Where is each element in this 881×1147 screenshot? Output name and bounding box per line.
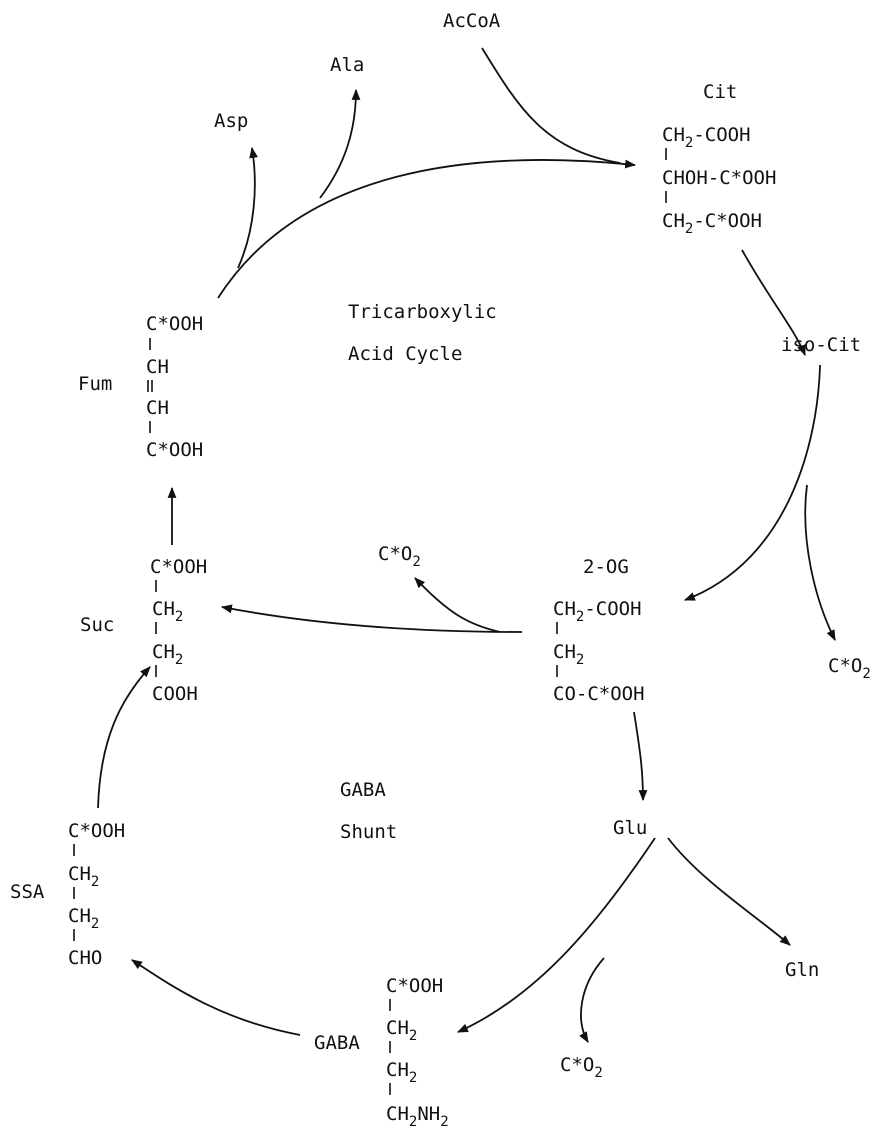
accoa-label: AcCoA (443, 10, 501, 32)
shunt-title-line1: GABA (340, 779, 386, 801)
gaba-struct-line2: CH2 (386, 1017, 417, 1044)
iso-cit-label: iso-Cit (781, 334, 861, 356)
shunt-title-line2: Shunt (340, 821, 397, 843)
oxoglutarate-structure: CH2-COOH CH2 CO-C*OOH (553, 598, 645, 705)
suc-label: Suc (80, 614, 114, 636)
arrow-2og-to-glu (633, 711, 648, 802)
citrate-structure: CH2-COOH CHOH-C*OOH CH2-C*OOH (662, 124, 776, 237)
cit-struct-line2: CHOH-C*OOH (662, 167, 776, 189)
gaba-label: GABA (314, 1032, 360, 1054)
two-og-label: 2-OG (583, 556, 629, 578)
ssa-label: SSA (10, 881, 45, 903)
arrow-accoa-to-cit (481, 47, 621, 164)
ssa-structure: C*OOH CH2 CH2 CHO (68, 820, 125, 969)
ssa-struct-line1: C*OOH (68, 820, 125, 842)
fum-struct-line2: CH (146, 356, 169, 378)
fum-struct-line1: C*OOH (146, 313, 203, 335)
cycle-title-line1: Tricarboxylic (348, 301, 497, 323)
cit-struct-line1: CH2-COOH (662, 124, 751, 151)
cycle-title-line2: Acid Cycle (348, 343, 462, 365)
gaba-struct-line4: CH2NH2 (386, 1103, 449, 1130)
fum-label: Fum (78, 373, 112, 395)
gaba-struct-line1: C*OOH (386, 975, 443, 997)
asp-label: Asp (214, 110, 248, 132)
arrow-ssa-to-suc (97, 666, 151, 809)
glu-label: Glu (613, 817, 647, 839)
arrow-to-co2-mid (414, 577, 501, 633)
arrow-glu-to-gln (667, 837, 791, 946)
suc-struct-line2: CH2 (152, 598, 183, 625)
gln-label: Gln (785, 959, 819, 981)
ssa-struct-line2: CH2 (68, 863, 99, 890)
ssa-struct-line4: CHO (68, 947, 102, 969)
fum-struct-line3: CH (146, 397, 169, 419)
co2-label-mid: C*O2 (378, 543, 421, 570)
cit-struct-line3: CH2-C*OOH (662, 210, 762, 237)
cit-label: Cit (703, 81, 737, 103)
ssa-struct-line3: CH2 (68, 905, 99, 932)
og-struct-line2: CH2 (553, 641, 584, 668)
arrow-to-ala (319, 88, 361, 199)
suc-struct-line4: COOH (152, 683, 198, 705)
co2-label-right: C*O2 (828, 655, 871, 682)
og-struct-line3: CO-C*OOH (553, 683, 645, 705)
arrow-to-asp (237, 146, 258, 269)
arrow-isocit-to-2og (683, 364, 821, 601)
fum-struct-line4: C*OOH (146, 439, 203, 461)
suc-struct-line3: CH2 (152, 641, 183, 668)
og-struct-line1: CH2-COOH (553, 598, 642, 625)
arrow-fum-to-cit (217, 159, 637, 299)
ala-label: Ala (330, 54, 364, 76)
fumarate-structure: C*OOH CH CH C*OOH (146, 313, 203, 461)
suc-struct-line1: C*OOH (150, 556, 207, 578)
arrow-to-co2-bottom (579, 957, 605, 1043)
arrow-2og-to-suc (220, 604, 523, 633)
gaba-struct-line3: CH2 (386, 1059, 417, 1086)
arrow-gaba-to-ssa (131, 959, 301, 1036)
arrow-cit-to-isocit (741, 249, 806, 357)
succinate-structure: C*OOH CH2 CH2 COOH (150, 556, 207, 705)
co2-label-bottom: C*O2 (560, 1054, 603, 1081)
arrows (97, 47, 836, 1043)
gaba-structure: C*OOH CH2 CH2 CH2NH2 (386, 975, 449, 1130)
arrow-to-co2-right (804, 484, 836, 641)
arrow-glu-to-gaba (456, 837, 656, 1033)
